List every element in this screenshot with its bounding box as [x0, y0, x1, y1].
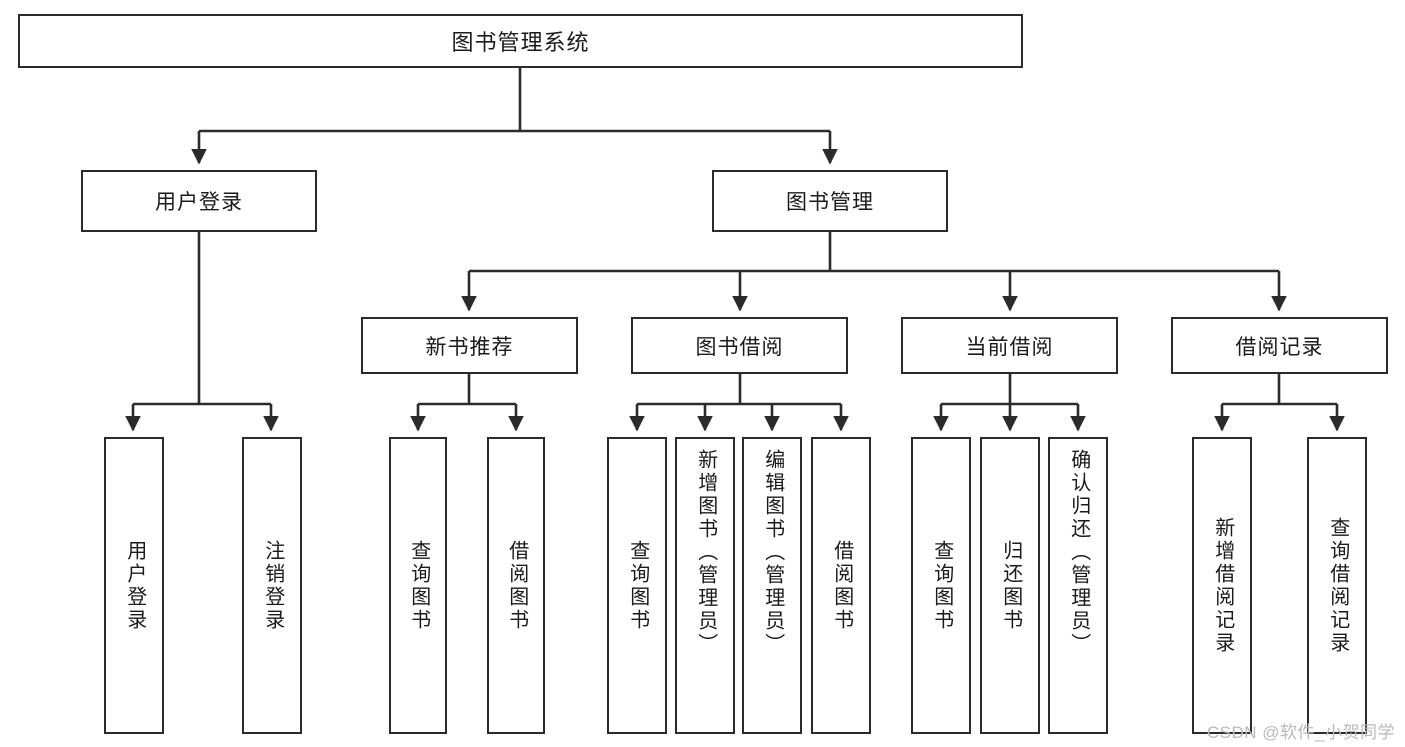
node-borrow-record[interactable]: 借阅记录	[1171, 317, 1388, 374]
node-book-borrow[interactable]: 图书借阅	[631, 317, 848, 374]
leaf-text-wrap: 查询图书	[609, 439, 665, 732]
node-label: 用户登录	[123, 539, 146, 632]
node-label: 查询图书	[930, 539, 953, 632]
node-label: 当前借阅	[965, 335, 1054, 359]
node-label: 查询图书	[626, 539, 649, 632]
leaf-text-wrap: 借阅图书	[813, 439, 869, 732]
leaf-text-wrap: 用户登录	[106, 439, 162, 732]
node-label: 新书推荐	[425, 335, 514, 359]
leaf-add-borrow-record[interactable]: 新增借阅记录	[1192, 437, 1252, 734]
leaf-text-wrap: 确认归还（管理员）	[1050, 439, 1106, 732]
node-label: 借阅图书	[505, 539, 528, 632]
node-root-book-management-system[interactable]: 图书管理系统	[18, 14, 1023, 68]
leaf-return-book[interactable]: 归还图书	[980, 437, 1040, 734]
leaf-add-book-admin[interactable]: 新增图书（管理员）	[675, 437, 735, 734]
leaf-query-book-borrow[interactable]: 查询图书	[607, 437, 667, 734]
watermark-csdn: CSDN @软件_小贺同学	[1206, 723, 1395, 742]
node-label: 确认归还（管理员）	[1067, 449, 1090, 656]
node-label: 新增借阅记录	[1211, 516, 1234, 655]
node-label: 图书管理	[786, 191, 874, 214]
leaf-borrow-book-recommend[interactable]: 借阅图书	[487, 437, 545, 734]
leaf-query-book-current[interactable]: 查询图书	[911, 437, 971, 734]
node-label: 查询图书	[407, 539, 430, 632]
node-user-login[interactable]: 用户登录	[81, 170, 317, 232]
node-label: 图书管理系统	[451, 30, 590, 55]
leaf-borrow-book-borrow[interactable]: 借阅图书	[811, 437, 871, 734]
node-label: 图书借阅	[695, 335, 784, 359]
node-new-book-recommend[interactable]: 新书推荐	[361, 317, 578, 374]
leaf-text-wrap: 新增借阅记录	[1194, 439, 1250, 732]
leaf-text-wrap: 注销登录	[244, 439, 300, 732]
node-label: 借阅图书	[830, 539, 853, 632]
node-label: 用户登录	[155, 191, 243, 214]
leaf-text-wrap: 查询借阅记录	[1309, 439, 1365, 732]
leaf-text-wrap: 新增图书（管理员）	[677, 439, 733, 732]
node-label: 注销登录	[261, 539, 284, 632]
leaf-edit-book-admin[interactable]: 编辑图书（管理员）	[742, 437, 802, 734]
leaf-text-wrap: 查询图书	[913, 439, 969, 732]
node-label: 新增图书（管理员）	[694, 449, 717, 656]
leaf-text-wrap: 查询图书	[391, 439, 445, 732]
leaf-text-wrap: 归还图书	[982, 439, 1038, 732]
leaf-user-login[interactable]: 用户登录	[104, 437, 164, 734]
node-label: 归还图书	[999, 539, 1022, 632]
node-label: 借阅记录	[1235, 335, 1324, 359]
node-book-management[interactable]: 图书管理	[712, 170, 948, 232]
leaf-confirm-return-admin[interactable]: 确认归还（管理员）	[1048, 437, 1108, 734]
leaf-query-book-recommend[interactable]: 查询图书	[389, 437, 447, 734]
leaf-text-wrap: 编辑图书（管理员）	[744, 439, 800, 732]
leaf-query-borrow-record[interactable]: 查询借阅记录	[1307, 437, 1367, 734]
node-current-borrow[interactable]: 当前借阅	[901, 317, 1118, 374]
leaf-logout-login[interactable]: 注销登录	[242, 437, 302, 734]
node-label: 编辑图书（管理员）	[761, 449, 784, 656]
leaf-text-wrap: 借阅图书	[489, 439, 543, 732]
node-label: 查询借阅记录	[1326, 516, 1349, 655]
